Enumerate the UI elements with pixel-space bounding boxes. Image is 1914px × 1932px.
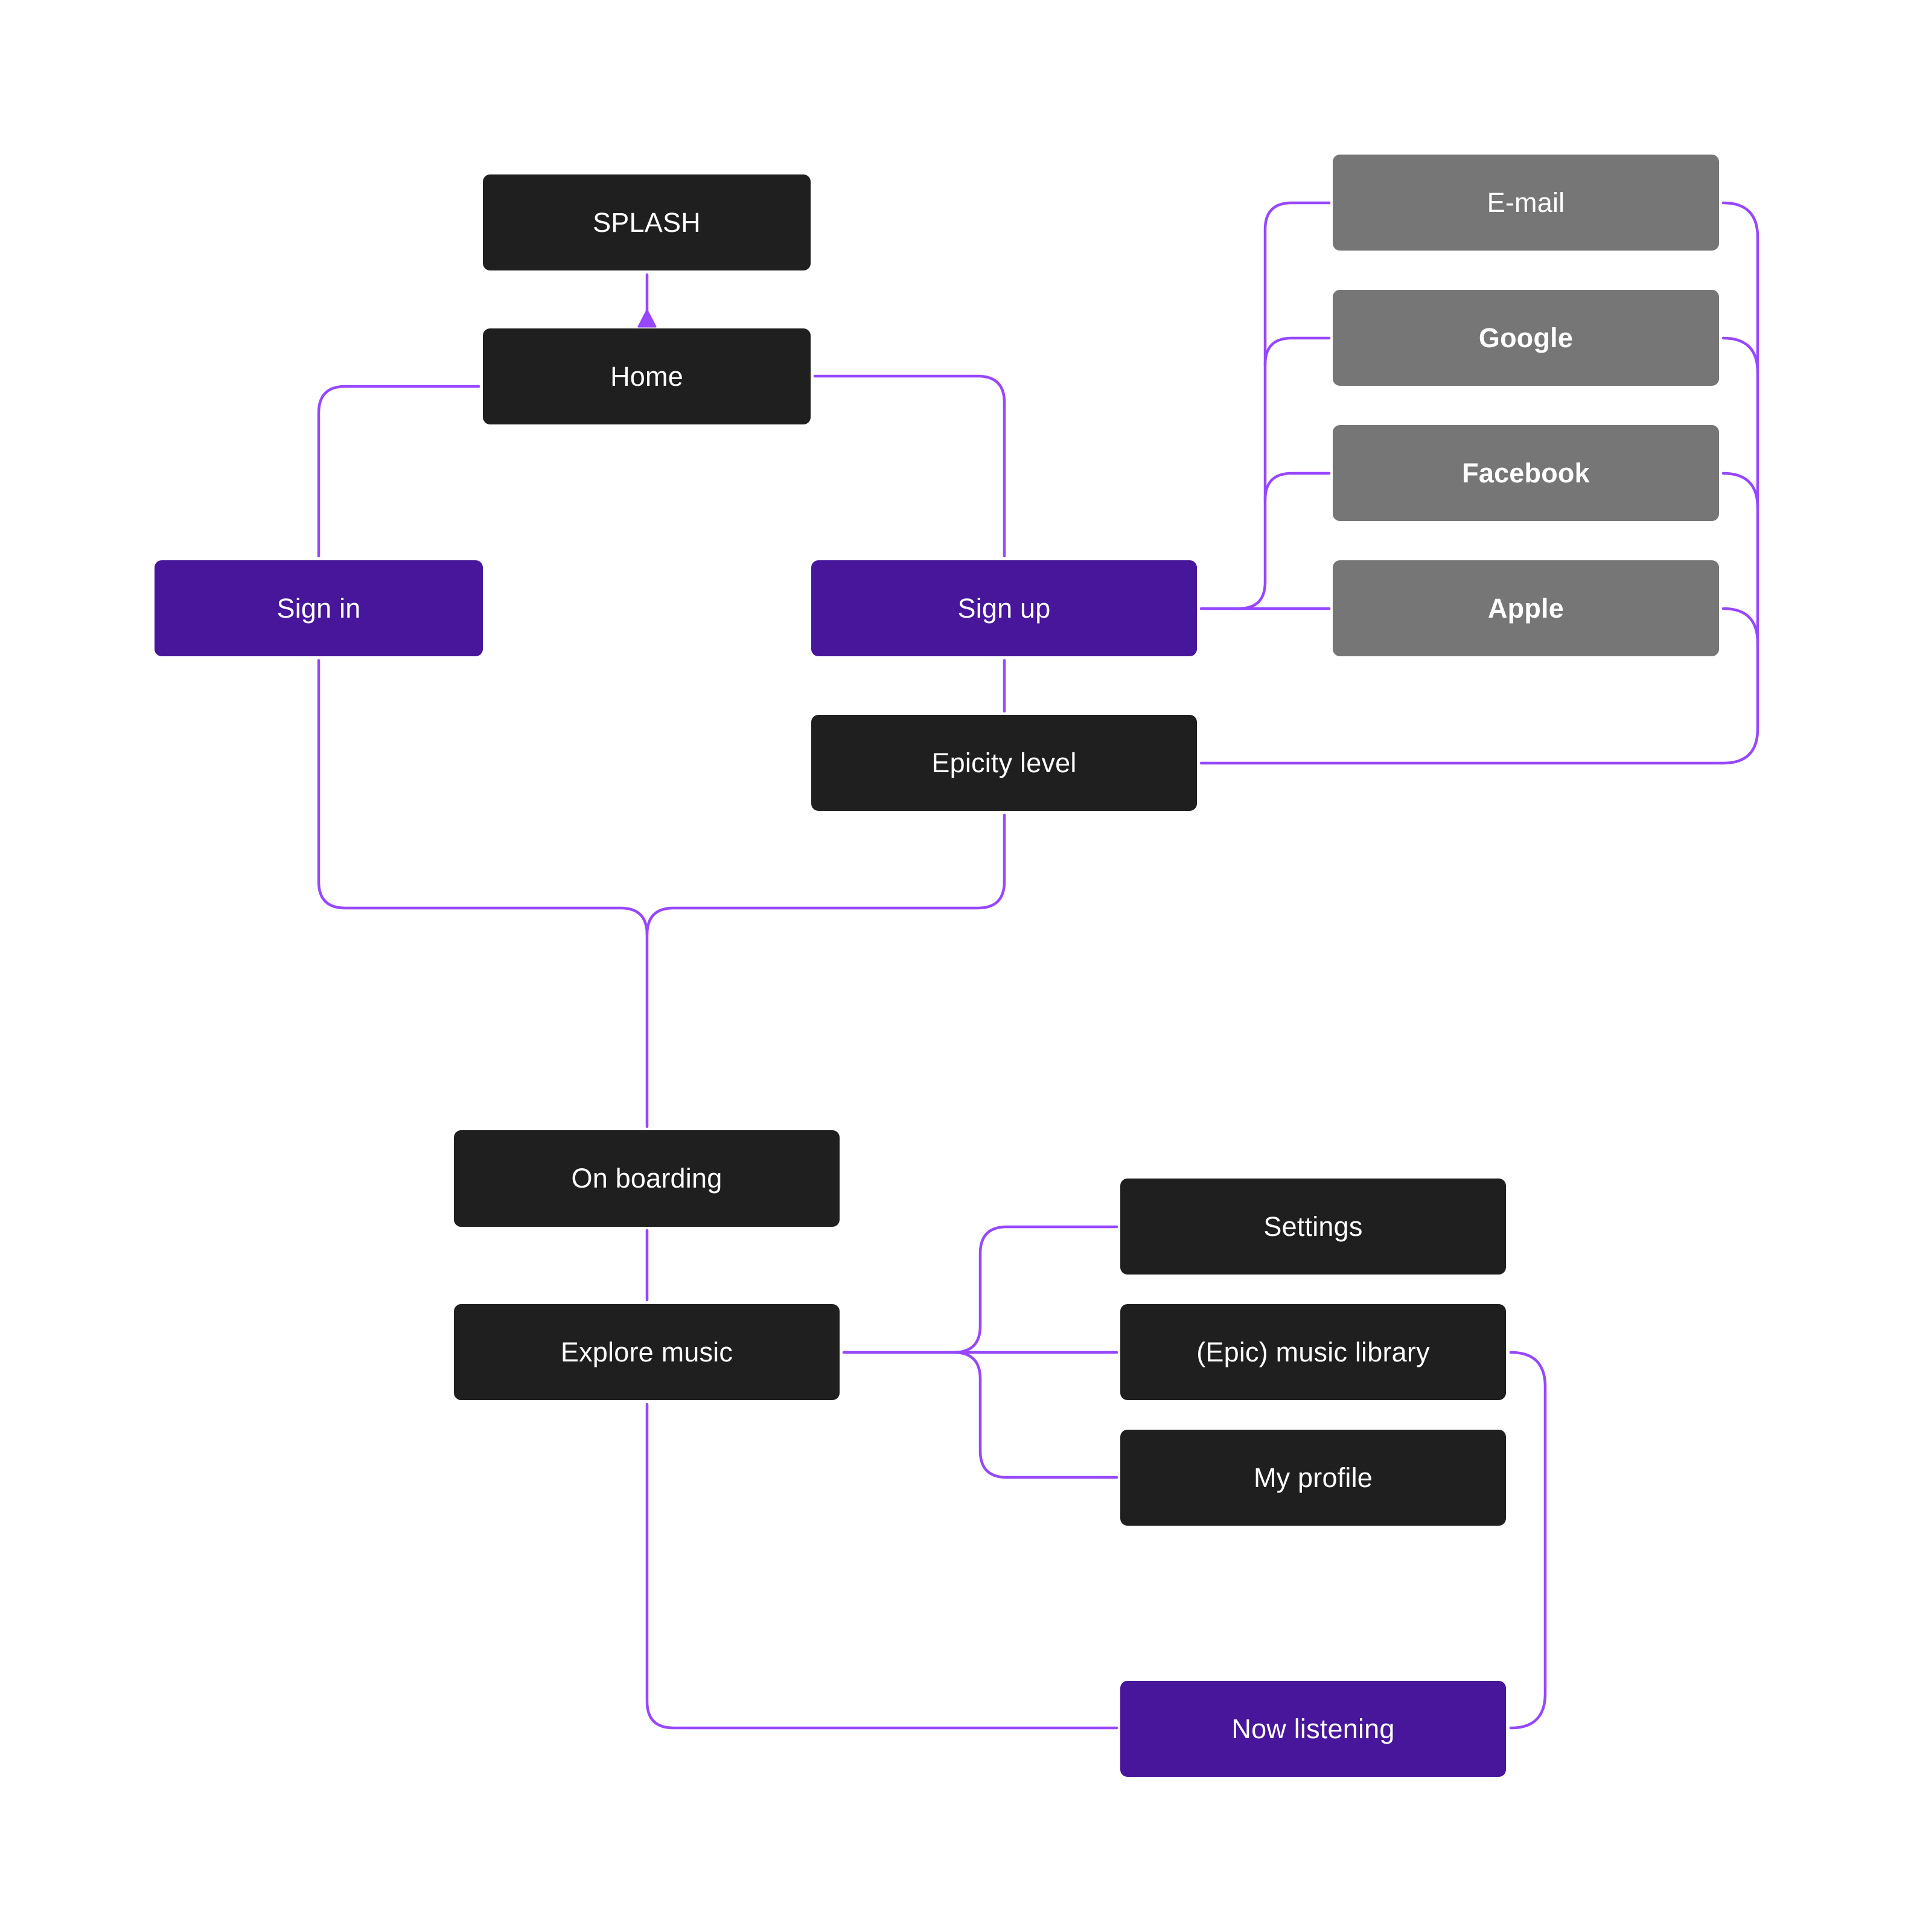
node-label: Explore music: [560, 1336, 733, 1367]
edge-sign-in-on-boarding: [317, 659, 649, 1128]
node-now-listening[interactable]: Now listening: [1120, 1681, 1506, 1777]
edge-sign-up-facebook: [1263, 472, 1331, 502]
node-label: Home: [610, 360, 683, 392]
edge-home-sign-up: [813, 374, 1006, 558]
node-label: On boarding: [571, 1163, 723, 1194]
node-sign-up[interactable]: Sign up: [811, 560, 1197, 656]
edge-email-epicity: [1199, 201, 1759, 765]
node-google[interactable]: Google: [1333, 290, 1719, 386]
node-music-library[interactable]: (Epic) music library: [1120, 1304, 1506, 1400]
edge-google-epicity: [1721, 336, 1759, 374]
node-label: Epicity level: [931, 747, 1077, 778]
edge-apple-epicity: [1721, 607, 1759, 645]
edge-library-now-listening: [1509, 1351, 1547, 1730]
node-home[interactable]: Home: [483, 328, 811, 424]
node-email[interactable]: E-mail: [1333, 155, 1719, 251]
node-label: Now listening: [1231, 1713, 1395, 1744]
node-label: My profile: [1253, 1462, 1373, 1493]
node-label: Facebook: [1462, 457, 1590, 488]
node-label: Settings: [1263, 1211, 1363, 1242]
edge-epicity-on-boarding: [645, 813, 1006, 936]
node-splash[interactable]: SPLASH: [483, 174, 811, 270]
edge-explore-settings: [952, 1225, 1118, 1354]
node-label: SPLASH: [593, 206, 701, 238]
edge-sign-up-bus: [1237, 201, 1331, 610]
node-epicity-level[interactable]: Epicity level: [811, 715, 1197, 811]
node-label: Google: [1478, 322, 1574, 353]
node-label: Sign up: [957, 592, 1051, 624]
node-sign-in[interactable]: Sign in: [155, 560, 483, 656]
node-settings[interactable]: Settings: [1120, 1179, 1506, 1275]
node-label: (Epic) music library: [1196, 1336, 1430, 1367]
edge-sign-up-google: [1263, 336, 1331, 366]
node-apple[interactable]: Apple: [1333, 560, 1719, 656]
node-label: Apple: [1487, 592, 1564, 624]
node-facebook[interactable]: Facebook: [1333, 425, 1719, 521]
edge-explore-now-listening: [645, 1403, 1118, 1730]
edge-explore-profile: [952, 1351, 1118, 1479]
node-label: E-mail: [1487, 187, 1565, 218]
node-explore-music[interactable]: Explore music: [454, 1304, 840, 1400]
edge-home-sign-in: [317, 385, 480, 558]
edge-facebook-epicity: [1721, 472, 1759, 510]
node-label: Sign in: [276, 592, 361, 624]
node-on-boarding[interactable]: On boarding: [454, 1130, 840, 1227]
node-my-profile[interactable]: My profile: [1120, 1430, 1506, 1526]
arrowhead-icon: [637, 309, 657, 328]
